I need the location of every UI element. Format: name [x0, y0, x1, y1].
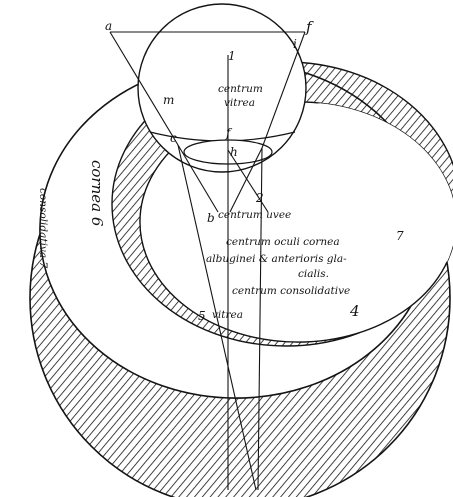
letter-h: h — [230, 145, 238, 159]
label-consolidativa: consolidativa 7 — [37, 188, 49, 268]
label-centrum-vitrea-2: vitrea — [224, 97, 255, 109]
letter-a: a — [105, 19, 112, 33]
letter-i-top: i — [293, 37, 297, 51]
label-centrum-uvee: centrum uvee — [218, 209, 291, 221]
letter-5: 5 — [198, 309, 206, 323]
letter-m: m — [163, 93, 174, 107]
label-centrum-consolidative: centrum consolidative — [232, 285, 350, 297]
letter-4: 4 — [349, 302, 360, 320]
letter-2: 2 — [255, 191, 264, 205]
label-centrum-cornea-3: cialis. — [298, 268, 329, 280]
letter-f-top: f — [305, 18, 314, 36]
letter-c: c — [170, 131, 177, 145]
letter-1: 1 — [228, 49, 236, 63]
label-centrum-cornea-1: centrum oculi cornea — [226, 236, 340, 248]
label-vitrea-bottom: vitrea — [212, 309, 243, 321]
label-cornea-6: cornea 6 — [88, 160, 106, 227]
label-centrum-vitrea-1: centrum — [218, 83, 263, 95]
letter-7: 7 — [396, 229, 404, 243]
label-centrum-cornea-2: albuginei & anterioris gla- — [206, 253, 347, 265]
letter-b: b — [207, 211, 215, 225]
